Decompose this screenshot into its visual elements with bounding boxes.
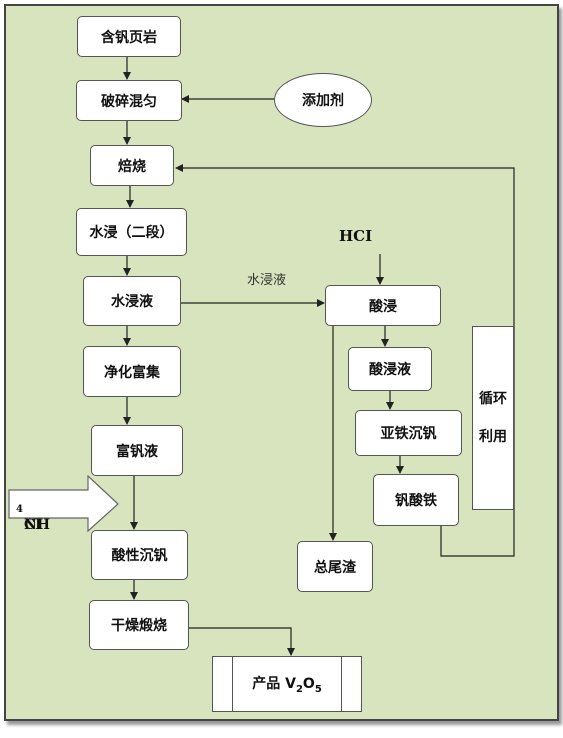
node-crush: 破碎混匀: [76, 80, 182, 121]
node-acid-leach-label: 酸浸: [369, 298, 397, 315]
node-dry-calcine: 干燥煅烧: [89, 600, 189, 650]
node-purify: 净化富集: [83, 346, 181, 397]
node-roast-label: 焙烧: [118, 158, 146, 175]
recycle-label-1: 循环: [479, 391, 507, 407]
node-ferrous-precip: 亚铁沉钒: [355, 410, 462, 456]
product-sub2: 5: [314, 683, 322, 695]
nh4cl-suffix: CI: [24, 517, 42, 533]
label-water-leach-flow: 水浸液: [247, 273, 287, 288]
node-product-label: 产品 V2O5: [252, 673, 322, 695]
recycle-line: [175, 164, 515, 557]
nh4cl-sub: 4: [16, 503, 23, 515]
product-right-bar: [341, 657, 342, 711]
nh4cl-prefix: NH: [24, 517, 51, 533]
arrow-dry-product: [189, 627, 295, 656]
product-mid: O: [302, 676, 315, 693]
node-water-leach: 水浸（二段）: [76, 208, 187, 256]
node-ferrous-precip-label: 亚铁沉钒: [380, 426, 437, 442]
node-iron-vanadate: 钒酸铁: [373, 474, 459, 526]
node-water-leach-liquor-label: 水浸液: [111, 294, 153, 310]
node-dry-calcine-label: 干燥煅烧: [111, 618, 167, 634]
node-purify-label: 净化富集: [104, 364, 160, 381]
node-acid-leach-liquor: 酸浸液: [348, 347, 432, 391]
node-iron-vanadate-label: 钒酸铁: [395, 493, 437, 509]
node-rich-v-liquor: 富钒液: [91, 425, 183, 476]
node-additive: 添加剂: [274, 73, 372, 127]
node-rich-v-liquor-label: 富钒液: [116, 443, 158, 460]
node-additive-label: 添加剂: [302, 93, 344, 109]
node-acid-precip-label: 酸性沉钒: [111, 548, 168, 564]
product-sub1: 2: [295, 683, 303, 695]
node-shale: 含钒页岩: [77, 16, 181, 57]
node-acid-leach: 酸浸: [325, 285, 441, 326]
node-total-residue-label: 总尾渣: [314, 559, 356, 576]
node-acid-leach-liquor-label: 酸浸液: [369, 362, 411, 378]
label-hcl: HCI: [339, 227, 373, 245]
block-arrow-icon: [8, 474, 119, 533]
node-product: 产品 V2O5: [212, 656, 362, 712]
node-crush-label: 破碎混匀: [101, 93, 157, 110]
node-acid-precip: 酸性沉钒: [91, 530, 188, 580]
node-water-leach-liquor: 水浸液: [83, 276, 181, 326]
product-prefix: 产品 V: [252, 676, 296, 693]
product-left-bar: [232, 657, 233, 711]
recycle-label-2: 利用: [479, 429, 507, 445]
node-total-residue: 总尾渣: [297, 541, 373, 592]
node-water-leach-label: 水浸（二段）: [89, 225, 174, 241]
recycle-box: 循环 利用: [472, 326, 514, 510]
node-shale-label: 含钒页岩: [101, 29, 157, 46]
node-roast: 焙烧: [90, 145, 174, 186]
